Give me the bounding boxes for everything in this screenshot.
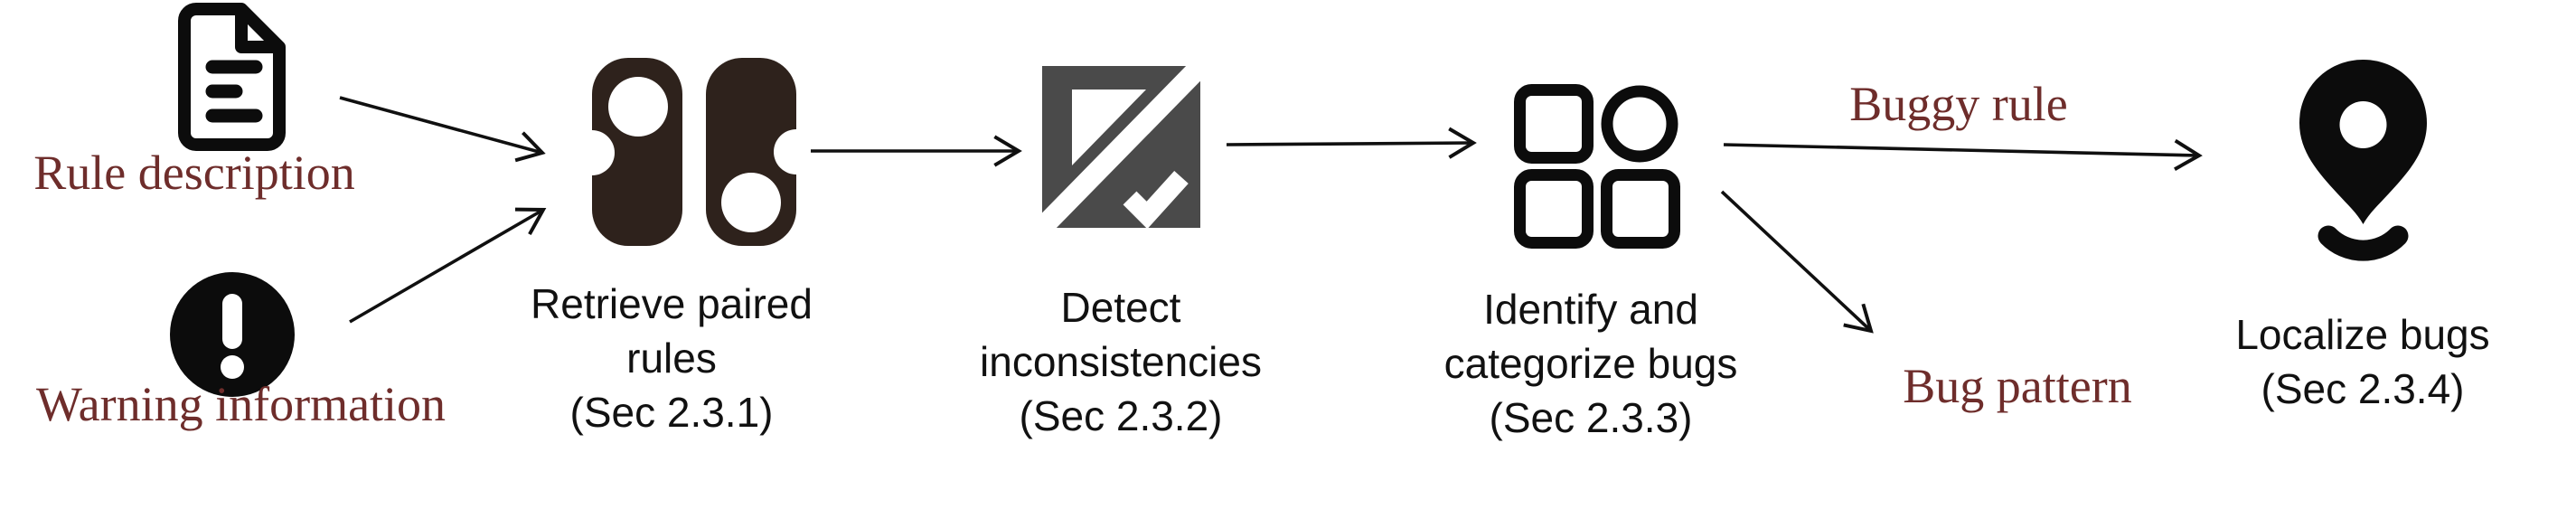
map-pin-icon — [2299, 60, 2427, 261]
arrow-rule-to-retrieve — [339, 96, 546, 163]
edge-label-bug-pattern: Bug pattern — [1903, 359, 2132, 413]
paired-rules-icon — [590, 58, 798, 246]
arrow-detect-to-identify — [1226, 127, 1477, 159]
warning-icon — [170, 272, 295, 397]
edge-label-buggy-rule: Buggy rule — [1849, 77, 2068, 131]
step-label-localize-bugs: Localize bugs (Sec 2.3.4) — [2235, 311, 2490, 412]
arrow-identify-to-localize — [1723, 138, 2203, 171]
document-icon — [178, 3, 286, 151]
step-label-identify-categorize-bugs: Identify and categorize bugs (Sec 2.3.3) — [1443, 286, 1738, 441]
category-grid-icon — [1514, 84, 1680, 249]
input-label-warning-information: Warning information — [36, 377, 447, 431]
inconsistency-check-icon — [1042, 66, 1200, 228]
step-label-retrieve-paired-rules: Retrieve paired rules (Sec 2.3.1) — [531, 280, 813, 436]
step-label-detect-inconsistencies: Detect inconsistencies (Sec 2.3.2) — [980, 284, 1262, 439]
input-label-rule-description: Rule description — [33, 146, 355, 200]
